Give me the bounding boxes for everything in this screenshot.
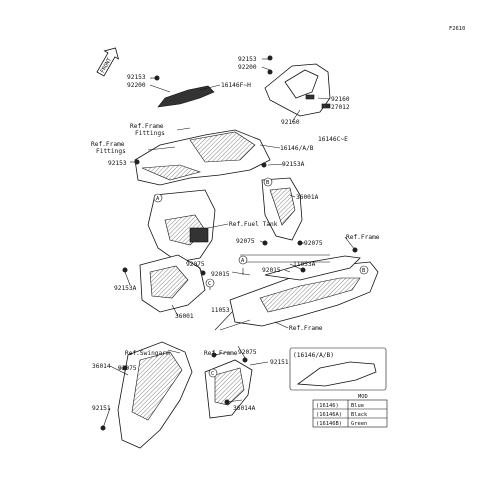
callout-92153-tr: 92153 (238, 56, 257, 63)
tail-cover-upper-left (157, 85, 215, 108)
svg-text:C: C (211, 371, 214, 377)
swingarm-cover-36014 (117, 341, 193, 449)
callout-92075-e: 92075 (118, 365, 137, 372)
svg-text:(16146A): (16146A) (316, 412, 342, 418)
callout-ref-frame-2: Ref.Frame (91, 141, 125, 148)
callout-27012: 27012 (331, 104, 350, 111)
callout-92200-tr: 92200 (238, 64, 257, 71)
callout-ref-frame-1: Ref.Frame (130, 123, 164, 130)
callout-ref-frame-low: Ref.Frame (204, 350, 238, 357)
callout-92151-l: 92151 (92, 405, 111, 412)
callout-ref-fuel-tank: Ref.Fuel Tank (229, 221, 278, 228)
callout-labels: 92153 92200 16146F~H 92153 92200 92160 2… (91, 56, 380, 412)
side-cover-36001a (261, 177, 303, 241)
callout-16146ab: 16146/A/B (280, 145, 314, 152)
seat-cowl (134, 129, 271, 186)
callout-92015-a: 92015 (211, 271, 230, 278)
callout-36001a: 36001A (296, 194, 319, 201)
callout-92153-l: 92153 (108, 160, 127, 167)
leader-lines (102, 58, 356, 429)
svg-text:B: B (362, 268, 365, 274)
callout-ref-frame-mid: Ref.Frame (289, 325, 323, 332)
inset-cowl-shape (296, 361, 377, 387)
callout-11053a: 11053A (293, 261, 316, 268)
svg-text:Green: Green (351, 421, 367, 427)
callout-92075-d: 92075 (238, 349, 257, 356)
tail-cover-upper-right (264, 63, 331, 117)
callout-36001: 36001 (175, 313, 194, 320)
callout-92151-r: 92151 (270, 359, 289, 366)
inset-title: (16146/A/B) (293, 352, 334, 359)
subframe (219, 255, 379, 331)
svg-text:A: A (241, 258, 245, 264)
svg-text:Black: Black (351, 412, 368, 418)
front-arrow-icon: FRONT (96, 47, 120, 77)
callout-16146ce: 16146C~E (318, 136, 348, 143)
svg-text:B: B (266, 180, 269, 186)
callout-92153a-mid: 92153A (282, 161, 305, 168)
inset-row: (16146B) Green (316, 421, 367, 427)
svg-text:C: C (208, 281, 211, 287)
inset-mod-header: MOD (358, 394, 368, 400)
callout-fittings-1: Fittings (135, 130, 165, 137)
marker-b-2: B (359, 265, 369, 275)
callout-fittings-2: Fittings (96, 148, 126, 155)
marker-c: C (205, 278, 215, 288)
svg-text:(16146): (16146) (316, 403, 339, 409)
callout-92160-b: 92160 (281, 119, 300, 126)
marker-a: A (153, 193, 163, 203)
callout-92015-b: 92015 (262, 267, 281, 274)
callout-92153-tl: 92153 (127, 74, 146, 81)
callout-92153a-l: 92153A (114, 285, 137, 292)
marker-b: B (263, 177, 273, 187)
callout-11053: 11053 (211, 307, 230, 314)
inset-row: (16146) Blue (316, 403, 364, 409)
callout-92200-tl: 92200 (127, 82, 146, 89)
side-cover-a (147, 189, 216, 263)
callout-92160: 92160 (331, 96, 350, 103)
svg-text:(16146B): (16146B) (316, 421, 342, 427)
marker-c-2: C (208, 368, 218, 378)
callout-92075-a: 92075 (236, 238, 255, 245)
callout-36014: 36014 (92, 363, 111, 370)
callout-16146fh: 16146F~H (221, 82, 251, 89)
inset-row: (16146A) Black (316, 412, 368, 418)
svg-text:A: A (156, 196, 160, 202)
side-cover-36001 (139, 254, 206, 313)
callout-92075-b: 92075 (304, 240, 323, 247)
callout-92075-c: 92075 (186, 261, 205, 268)
marker-a-2: A (238, 255, 248, 265)
figure-code: F2610 (449, 26, 465, 32)
color-variant-inset: (16146/A/B) MOD (16146) Blue (16146A) Bl… (289, 347, 388, 428)
svg-text:Blue: Blue (351, 403, 364, 409)
callout-36014a: 36014A (233, 405, 256, 412)
callout-ref-frame-r: Ref.Frame (346, 234, 380, 241)
callout-ref-swingarm: Ref.Swingarm (125, 350, 170, 357)
